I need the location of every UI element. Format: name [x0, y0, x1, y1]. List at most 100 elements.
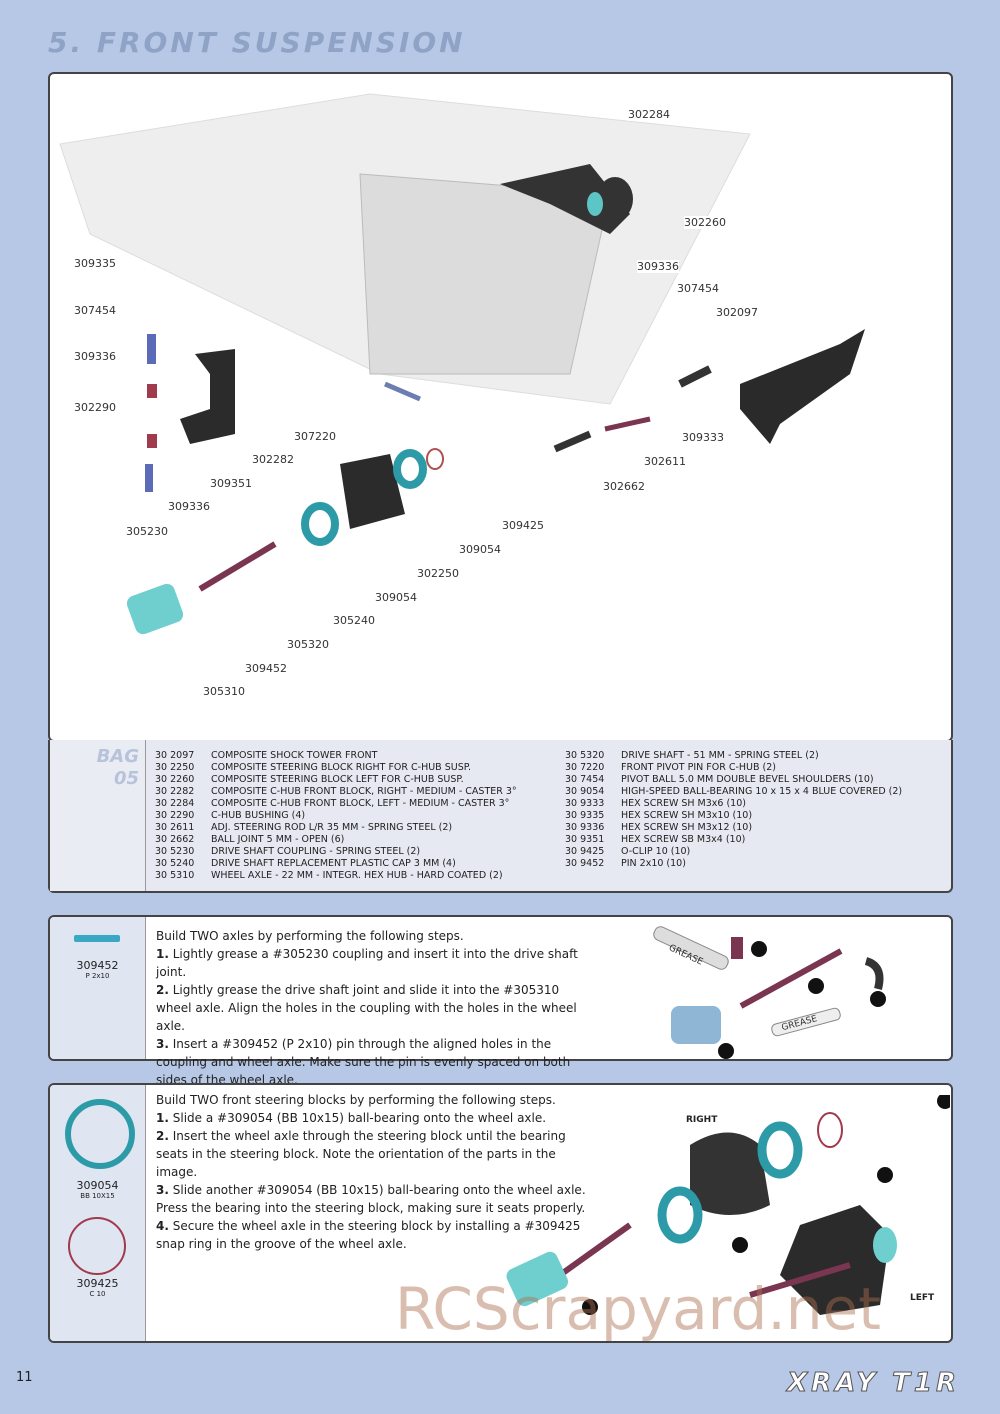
callout-label: 309336: [168, 500, 210, 513]
step-number: 2.: [156, 983, 169, 997]
part-description: PIVOT BALL 5.0 MM DOUBLE BEVEL SHOULDERS…: [621, 774, 874, 785]
bag-label: BAG: [96, 746, 139, 767]
part-number: 30 5320: [565, 750, 605, 761]
part-description: FRONT PIVOT PIN FOR C-HUB (2): [621, 762, 777, 773]
callout-label: 305240: [333, 614, 375, 627]
step-number: 3.: [156, 1183, 169, 1197]
callout-3-icon: [718, 1043, 734, 1059]
step-text: Insert a #309452 (P 2x10) pin through th…: [156, 1037, 571, 1087]
step-number: 4.: [156, 1219, 169, 1233]
callout-4-icon: [870, 991, 886, 1007]
callout-label: 307454: [677, 282, 719, 295]
callout-label: 302260: [684, 216, 726, 229]
callout-label: 302250: [417, 567, 459, 580]
part-number: 30 5240: [155, 858, 195, 869]
part-number: 30 9351: [565, 834, 605, 845]
part-number: 30 2250: [155, 762, 195, 773]
part-number: 30 9333: [565, 798, 605, 809]
steering-block-illustration: [506, 1095, 950, 1315]
part-description: HEX SCREW SH M3x10 (10): [621, 810, 753, 821]
step-intro: Build TWO front steering blocks by perfo…: [156, 1093, 556, 1107]
callout-label: 309351: [210, 477, 252, 490]
step-item: 2. Lightly grease the drive shaft joint …: [156, 981, 596, 1035]
part-number: 30 7220: [565, 762, 605, 773]
step-item: 1. Lightly grease a #305230 coupling and…: [156, 945, 596, 981]
part-number: 30 5230: [155, 846, 195, 857]
callout-label: 305310: [203, 685, 245, 698]
parts-list-row: 30 9425 O-CLIP 10 (10): [565, 846, 902, 858]
part-description: WHEEL AXLE - 22 MM - INTEGR. HEX HUB - H…: [211, 870, 503, 881]
parts-list-row: 30 7220 FRONT PIVOT PIN FOR C-HUB (2): [565, 762, 902, 774]
watermark: RCScrapyard.net: [395, 1275, 881, 1343]
part-number: 30 9335: [565, 810, 605, 821]
callout-label: 302282: [252, 453, 294, 466]
part-description: DRIVE SHAFT COUPLING - SPRING STEEL (2): [211, 846, 421, 857]
callout-4-icon: [937, 1095, 950, 1109]
pin-icon: [74, 935, 120, 942]
left-label: LEFT: [910, 1293, 935, 1303]
callout-1-icon: [732, 1237, 748, 1253]
part-number: 30 2282: [155, 786, 195, 797]
part-description: COMPOSITE SHOCK TOWER FRONT: [211, 750, 378, 761]
callout-label: 302097: [716, 306, 758, 319]
step-instructions: Build TWO front steering blocks by perfo…: [156, 1091, 596, 1253]
part-number: 30 2662: [155, 834, 195, 845]
part-number: 30 9425: [565, 846, 605, 857]
callout-label: 309054: [459, 543, 501, 556]
callout-label: 302662: [603, 480, 645, 493]
part-description: COMPOSITE C-HUB FRONT BLOCK, RIGHT - MED…: [211, 786, 517, 797]
step-item: 3. Slide another #309054 (BB 10x15) ball…: [156, 1181, 596, 1217]
part-description: HEX SCREW SH M3x6 (10): [621, 798, 746, 809]
part-description: COMPOSITE STEERING BLOCK LEFT FOR C-HUB …: [211, 774, 464, 785]
callout-label: 309336: [637, 260, 679, 273]
callout-1-icon: [751, 941, 767, 957]
callout-2-icon: [808, 978, 824, 994]
step-number: 1.: [156, 1111, 169, 1125]
parts-list-row: 30 9333 HEX SCREW SH M3x6 (10): [565, 798, 902, 810]
step-number: 2.: [156, 1129, 169, 1143]
right-label: RIGHT: [686, 1115, 718, 1125]
part-number: 30 9336: [565, 822, 605, 833]
diagram-drawing: [59, 93, 865, 635]
parts-list-row: 30 2662 BALL JOINT 5 MM - OPEN (6): [155, 834, 517, 846]
step-item: 3. Insert a #309452 (P 2x10) pin through…: [156, 1035, 596, 1089]
parts-list-row: 30 2282 COMPOSITE C-HUB FRONT BLOCK, RIGH…: [155, 786, 517, 798]
step-text: Lightly grease a #305230 coupling and in…: [156, 947, 578, 979]
callout-label: 302290: [74, 401, 116, 414]
part-description: HIGH-SPEED BALL-BEARING 10 x 15 x 4 BLUE…: [621, 786, 903, 797]
part-number: 30 9054: [565, 786, 605, 797]
callout-label: 305230: [126, 525, 168, 538]
callout-label: 305320: [287, 638, 329, 651]
parts-list-row: 30 9335 HEX SCREW SH M3x10 (10): [565, 810, 902, 822]
callout-2-icon: [582, 1299, 598, 1315]
part-number: 30 2611: [155, 822, 195, 833]
snap-ring-icon: [68, 1217, 126, 1275]
step-item: 1. Slide a #309054 (BB 10x15) ball-beari…: [156, 1109, 596, 1127]
part-description: O-CLIP 10 (10): [621, 846, 691, 857]
part-description: ADJ. STEERING ROD L/R 35 MM - SPRING STE…: [211, 822, 453, 833]
part-description: DRIVE SHAFT REPLACEMENT PLASTIC CAP 3 MM…: [211, 858, 456, 869]
part-description: BALL JOINT 5 MM - OPEN (6): [211, 834, 345, 845]
page-number: 11: [16, 1370, 33, 1385]
parts-list-row: 30 5230 DRIVE SHAFT COUPLING - SPRING STE…: [155, 846, 517, 858]
callout-label: 309335: [74, 257, 116, 270]
step-text: Secure the wheel axle in the steering bl…: [156, 1219, 581, 1251]
part-number: 30 2290: [155, 810, 195, 821]
